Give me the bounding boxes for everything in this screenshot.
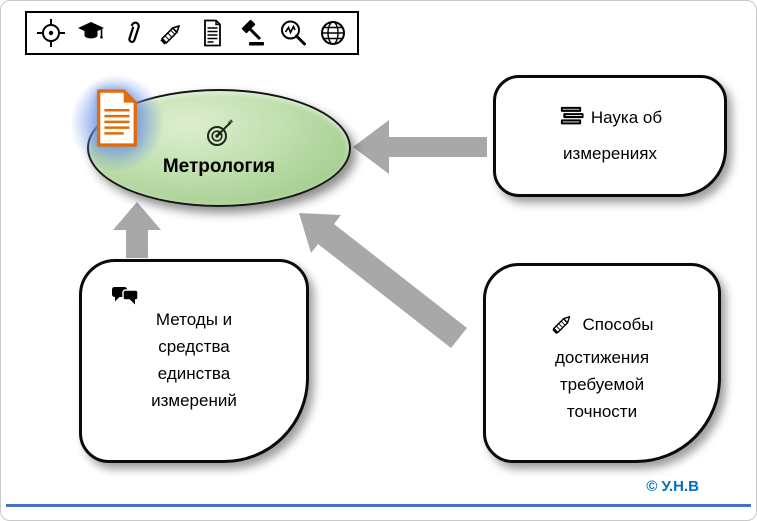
arrow-from-methods: [113, 202, 161, 258]
node-methods-label: Методы и средства единства измерений: [151, 310, 237, 410]
node-accuracy-label: Способы достижения требуемой точности: [554, 315, 654, 421]
node-methods: Методы и средства единства измерений: [79, 259, 309, 463]
copyright-text: © У.Н.В: [646, 478, 699, 495]
crosshair-icon[interactable]: [35, 17, 67, 49]
globe-icon[interactable]: [317, 17, 349, 49]
node-science-label: Наука об измерениях: [563, 108, 663, 163]
arrow-from-science: [353, 120, 487, 174]
central-node-label: Метрология: [162, 155, 276, 177]
magnifier-chart-icon[interactable]: [277, 17, 309, 49]
document-icon[interactable]: [196, 17, 228, 49]
bottom-divider: [6, 504, 751, 507]
target-arrow-icon: [204, 118, 234, 154]
pencil-ruler-icon: [550, 310, 576, 344]
books-icon: [558, 103, 585, 139]
graduation-cap-icon[interactable]: [75, 17, 107, 49]
pencil-icon[interactable]: [156, 17, 188, 49]
arrow-from-accuracy: [299, 213, 467, 348]
paperclip-icon[interactable]: [116, 17, 148, 49]
gavel-icon[interactable]: [236, 17, 268, 49]
chat-bubbles-icon: [110, 284, 140, 318]
node-science: Наука об измерениях: [493, 75, 727, 197]
icon-toolbar: [25, 11, 359, 55]
node-accuracy: Способы достижения требуемой точности: [483, 263, 721, 463]
document-badge-icon: [96, 89, 137, 147]
